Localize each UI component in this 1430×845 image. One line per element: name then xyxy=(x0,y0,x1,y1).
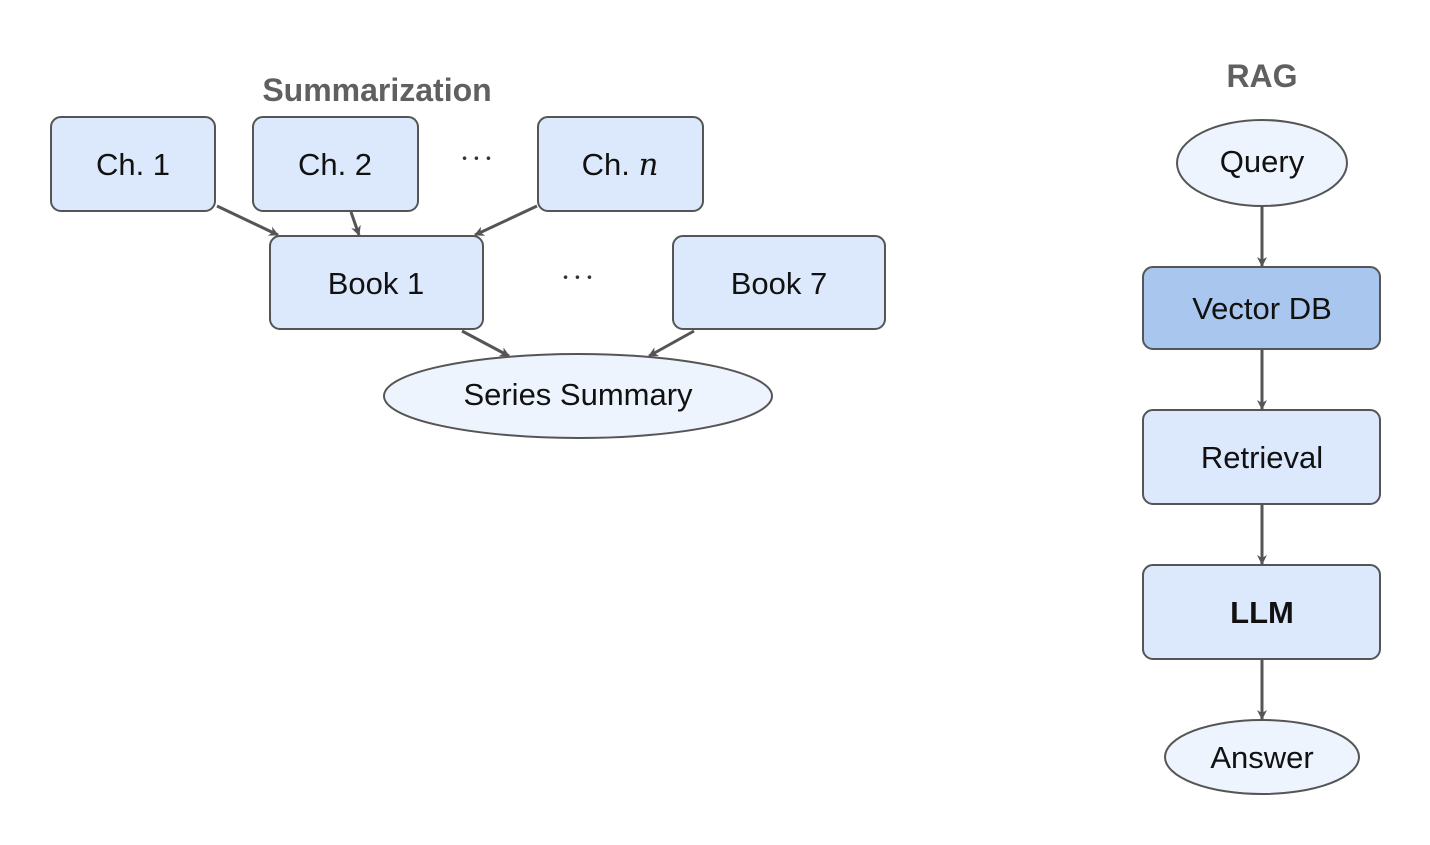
retrieval-node: Retrieval xyxy=(1142,409,1381,505)
rag-section: RAG Query Vector DB Retrieval LLM Answer xyxy=(1142,58,1381,795)
retrieval-box xyxy=(1142,409,1381,505)
query-ellipse xyxy=(1176,119,1348,207)
vector-db-node: Vector DB xyxy=(1142,266,1381,350)
chapter-ellipsis: ··· xyxy=(460,142,496,175)
answer-node: Answer xyxy=(1164,719,1360,795)
edge-book1-to-summary xyxy=(461,329,510,358)
book-7-box xyxy=(672,235,886,330)
chapter-n-prefix: Ch. xyxy=(582,147,639,182)
vector-db-label: Vector DB xyxy=(1192,291,1332,326)
book-node-1: Book 1 xyxy=(269,235,484,330)
chapter-n-label: Ch. n xyxy=(582,147,659,183)
retrieval-label: Retrieval xyxy=(1201,440,1323,475)
llm-node: LLM xyxy=(1142,564,1381,660)
llm-box xyxy=(1142,564,1381,660)
book-node-7: Book 7 xyxy=(672,235,886,330)
summarization-section: Summarization Ch. 1 Ch. 2 ··· Ch. n Book… xyxy=(50,72,886,439)
series-summary-node: Series Summary xyxy=(383,353,773,439)
query-node: Query xyxy=(1176,119,1348,207)
query-label: Query xyxy=(1220,144,1305,179)
chapter-2-box xyxy=(252,116,419,212)
chapter-2-label: Ch. 2 xyxy=(298,147,372,182)
series-summary-ellipse xyxy=(383,353,773,439)
book-7-label: Book 7 xyxy=(731,266,828,301)
edge-ch1-to-book1 xyxy=(216,204,279,237)
vector-db-box xyxy=(1142,266,1381,350)
rag-title: RAG xyxy=(1226,58,1297,94)
book-1-label: Book 1 xyxy=(328,266,425,301)
book-ellipsis: ··· xyxy=(561,261,597,294)
edge-book7-to-summary xyxy=(648,329,695,358)
edge-chn-to-book1 xyxy=(474,204,538,237)
chapter-node-1: Ch. 1 xyxy=(50,116,216,212)
edge-ch2-to-book1 xyxy=(349,211,361,236)
chapter-node-2: Ch. 2 xyxy=(252,116,419,212)
answer-label: Answer xyxy=(1210,740,1313,775)
chapter-node-n: Ch. n xyxy=(537,116,704,212)
series-summary-label: Series Summary xyxy=(463,377,693,412)
chapter-1-label: Ch. 1 xyxy=(96,147,170,182)
book-1-box xyxy=(269,235,484,330)
chapter-1-box xyxy=(50,116,216,212)
answer-ellipse xyxy=(1164,719,1360,795)
chapter-n-variable: n xyxy=(638,147,658,183)
llm-label: LLM xyxy=(1230,595,1294,630)
chapter-n-box xyxy=(537,116,704,212)
summarization-title: Summarization xyxy=(262,72,491,108)
